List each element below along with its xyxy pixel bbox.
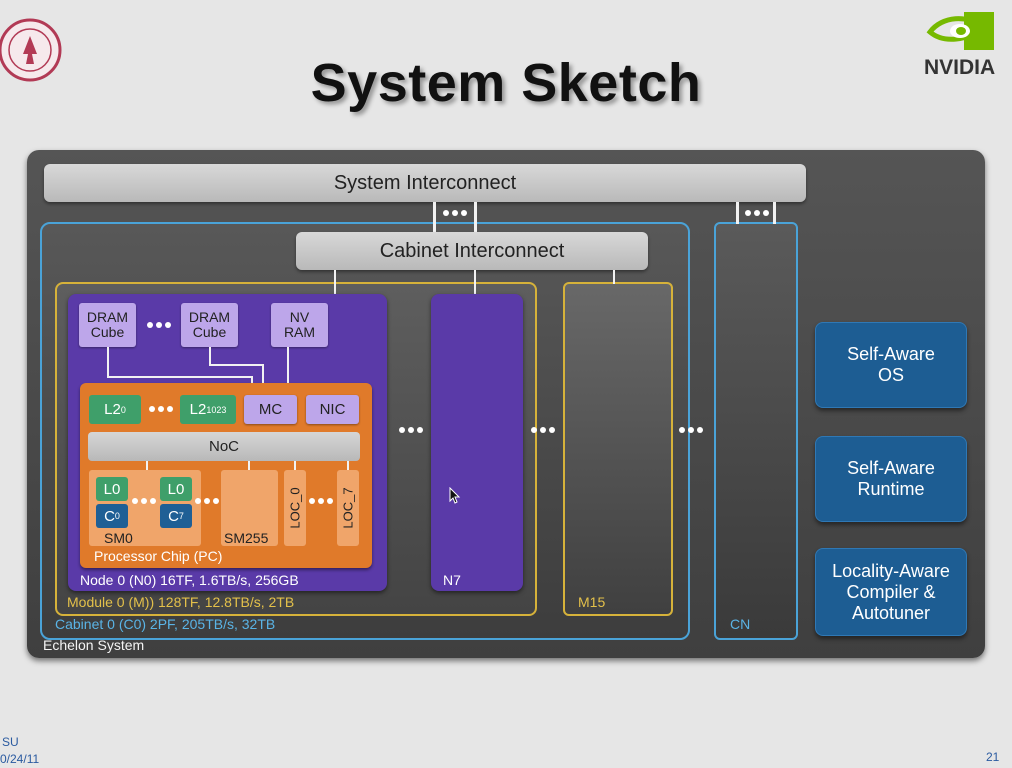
c0-label: C [104, 507, 115, 525]
wire-dram2-h [209, 347, 211, 365]
dram-cube-2: DRAM Cube [181, 303, 238, 347]
ellipsis-sys-cn [740, 206, 773, 220]
system-interconnect-bar: System Interconnect [44, 164, 806, 202]
module-label: Module 0 (M)) 128TF, 12.8TB/s, 2TB [67, 594, 295, 610]
ellipsis-loc [306, 494, 336, 508]
footer-left-line1: SU [2, 735, 19, 749]
university-seal-logo [0, 18, 62, 82]
l0-cache-b: L0 [160, 477, 192, 501]
c7-sub: 7 [178, 511, 184, 521]
page-number: 21 [986, 750, 1000, 764]
cabinet-label: Cabinet 0 (C0) 2PF, 205TB/s, 32TB [55, 616, 276, 632]
mc-box: MC [244, 395, 297, 424]
wire-sys-cn-right [773, 202, 776, 224]
self-aware-os-label: Self-Aware OS [847, 344, 935, 385]
m15-label: M15 [578, 594, 606, 610]
loc0-box [284, 470, 306, 546]
ellipsis-sm [192, 494, 222, 508]
dram-cube-1-label: DRAM Cube [86, 309, 129, 340]
ellipsis-dram [142, 318, 176, 332]
wire-cab-n7 [474, 270, 476, 294]
wire-noc-sm255 [248, 461, 250, 471]
c7-label: C [168, 507, 179, 525]
wire-dram1-mc [107, 376, 253, 378]
l0-cache-a: L0 [96, 477, 128, 501]
node-label: Node 0 (N0) 16TF, 1.6TB/s, 256GB [80, 572, 299, 588]
nvidia-logo: NVIDIA [924, 10, 1012, 82]
loc0-label: LOC_0 [287, 487, 303, 529]
ellipsis-cores [129, 494, 159, 508]
nic-box: NIC [306, 395, 359, 424]
processor-chip-label: Processor Chip (PC) [94, 548, 223, 564]
dram-cube-1: DRAM Cube [79, 303, 136, 347]
ellipsis-n7-m15 [526, 423, 560, 437]
l2-1023-label: L2 [189, 401, 207, 418]
sm255-label: SM255 [224, 530, 269, 546]
locality-aware-compiler-box: Locality-Aware Compiler & Autotuner [815, 548, 967, 636]
cabinet-interconnect-bar: Cabinet Interconnect [296, 232, 648, 270]
footer-date: 0/24/11 [0, 752, 40, 766]
mouse-cursor-icon [449, 486, 461, 505]
page-title: System Sketch [310, 53, 702, 113]
nv-ram: NV RAM [271, 303, 328, 347]
wire-noc-loc0 [294, 461, 296, 471]
locality-aware-compiler-label: Locality-Aware Compiler & Autotuner [832, 560, 950, 623]
l2-0-sub: 0 [120, 404, 126, 415]
n7-label: N7 [443, 572, 461, 588]
wire-noc-loc7 [347, 461, 349, 471]
noc-bar: NoC [88, 432, 360, 461]
wire-sys-cn-left [736, 202, 739, 224]
self-aware-os-box: Self-Aware OS [815, 322, 967, 408]
n7-box [431, 294, 523, 591]
l2-1023-sub: 1023 [206, 404, 227, 415]
sm0-label: SM0 [104, 530, 133, 546]
cn-label: CN [730, 616, 751, 632]
ellipsis-m15-cn [674, 423, 708, 437]
loc7-box [337, 470, 359, 546]
sm255-box [221, 470, 278, 546]
loc7-label: LOC_7 [340, 487, 356, 529]
self-aware-runtime-label: Self-Aware Runtime [847, 458, 935, 499]
nv-ram-label: NV RAM [283, 309, 316, 340]
ellipsis-l2 [144, 402, 178, 416]
wire-sys-cab-left [433, 202, 436, 232]
m15-box [563, 282, 673, 616]
wire-dram2-mc [209, 364, 263, 366]
echelon-system-label: Echelon System [43, 637, 145, 653]
ellipsis-node-n7 [394, 423, 428, 437]
wire-dram1-h [107, 347, 109, 377]
wire-sys-cab-right [474, 202, 477, 232]
wire-nvram-mc [287, 347, 289, 396]
c0-sub: 0 [114, 511, 120, 521]
nvidia-wordmark: NVIDIA [924, 56, 996, 79]
ellipsis-sys-cab [438, 206, 472, 220]
wire-cab-m15 [613, 270, 615, 284]
self-aware-runtime-box: Self-Aware Runtime [815, 436, 967, 522]
l2-0-label: L2 [104, 401, 121, 418]
wire-mc-v2 [262, 364, 264, 396]
wire-noc-sm0 [146, 461, 148, 471]
dram-cube-2-label: DRAM Cube [188, 309, 231, 340]
cn-box [714, 222, 798, 640]
